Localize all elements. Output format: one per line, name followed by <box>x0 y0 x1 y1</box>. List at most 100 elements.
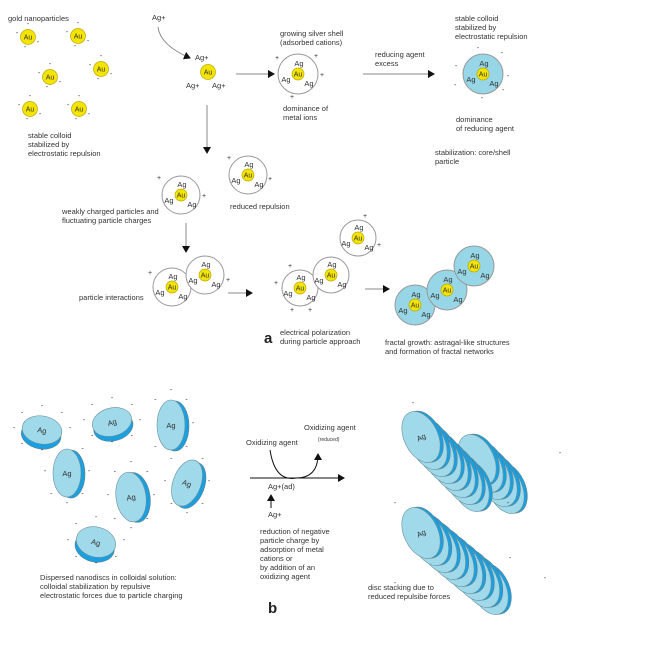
label-weakly-charged: weakly charged particles and <box>61 207 159 216</box>
negative-charge: - <box>111 395 114 402</box>
negative-charge: - <box>170 455 173 462</box>
ag-label: Ag <box>296 273 305 282</box>
silver-nanodisc: Ag <box>74 526 117 563</box>
label-fractal: fractal growth: astragal-like structures <box>385 338 510 347</box>
ag-label: Ag <box>231 176 240 185</box>
negative-charge: - <box>544 575 547 582</box>
ag-label: Ag <box>281 75 290 84</box>
negative-charge: - <box>110 71 113 78</box>
negative-charge: - <box>77 20 80 27</box>
negative-charge: - <box>83 417 86 424</box>
ag-label: Ag <box>164 196 173 205</box>
au-label: Au <box>294 72 303 79</box>
gold-core <box>200 64 216 80</box>
negative-charge: - <box>88 468 91 475</box>
label-dominance-metal: metal ions <box>283 113 317 122</box>
gold-core <box>440 283 454 297</box>
ag-label: Ag <box>254 180 263 189</box>
gold-nanoparticle: Au---- <box>67 93 91 123</box>
disc-face <box>115 471 147 523</box>
label-dominance-reducing: dominance <box>456 115 493 124</box>
ag-label: Ag <box>181 478 193 490</box>
ag-label: Ag <box>411 290 420 299</box>
negative-charge: - <box>559 450 562 457</box>
label-fractal: and formation of fractal networks <box>385 347 494 356</box>
negative-charge: - <box>29 93 32 100</box>
negative-charge: - <box>89 62 92 69</box>
gold-core <box>22 101 38 117</box>
negative-charge: - <box>46 84 49 91</box>
negative-charge: - <box>75 521 78 528</box>
negative-charge: - <box>81 491 84 498</box>
ag-label: Ag <box>364 243 373 252</box>
label-ag-ion: Ag+ <box>152 13 166 22</box>
ag-label: Ag <box>283 289 292 298</box>
negative-charge: - <box>131 401 134 408</box>
ag-label: Ag <box>90 537 101 548</box>
arrow-oxidizing-curve <box>269 449 322 479</box>
gold-core <box>93 61 109 77</box>
label-stable-colloid: stabilized by <box>28 140 70 149</box>
positive-charge: + <box>288 263 292 270</box>
ag-label: Ag <box>398 306 407 315</box>
negative-charge: - <box>61 409 64 416</box>
ag-label: Ag <box>489 79 498 88</box>
labels: gold nanoparticles stable colloid stabil… <box>8 13 528 617</box>
gold-nanoparticle: Au <box>200 64 216 80</box>
ag-label: Ag <box>354 223 363 232</box>
negative-charge: - <box>153 492 156 499</box>
silver-nanodisc: Ag <box>92 407 134 442</box>
negative-charge: - <box>16 30 19 37</box>
label-reducing-excess: reducing agent <box>375 50 426 59</box>
negative-charge: - <box>394 500 397 507</box>
positive-charge: + <box>157 175 161 182</box>
negative-charge: - <box>131 433 134 440</box>
label-polarization: during particle approach <box>280 337 360 346</box>
negative-charge: - <box>74 43 77 50</box>
negative-charge: - <box>115 553 118 560</box>
au-label: Au <box>24 35 33 42</box>
negative-charge: - <box>18 102 21 109</box>
ag-label: Ag <box>415 527 427 539</box>
panel-label-b: b <box>268 600 277 617</box>
negative-charge: - <box>37 39 40 46</box>
label-ag-adsorbed: Ag+(ad) <box>268 482 295 491</box>
disc-face <box>156 399 186 451</box>
negative-charge: - <box>26 116 29 123</box>
negative-charge: - <box>507 73 510 80</box>
silver-nanodisc: Ag <box>401 506 444 559</box>
au-label: Au <box>204 70 213 77</box>
ag-label: Ag <box>177 180 186 189</box>
label-stable-colloid-2: electrostatic repulsion <box>455 32 528 41</box>
gold-nanoparticle: Au---- <box>18 93 42 123</box>
negative-charge: - <box>454 82 457 89</box>
gold-core <box>174 188 188 202</box>
negative-charge: - <box>41 403 44 410</box>
negative-charge: - <box>67 102 70 109</box>
ag-label: Ag <box>187 200 196 209</box>
negative-charge: - <box>38 70 41 77</box>
negative-charge: - <box>81 445 84 452</box>
negative-charge: - <box>59 79 62 86</box>
ag-label: Ag <box>244 160 253 169</box>
negative-charge: - <box>88 111 91 118</box>
negative-charge: - <box>201 455 204 462</box>
negative-charge: - <box>186 510 189 517</box>
ag-label: Ag <box>166 421 175 430</box>
label-reduction: adsorption of metal <box>260 545 324 554</box>
gold-nanoparticle: Au---- <box>38 61 62 91</box>
negative-charge: - <box>502 87 505 94</box>
negative-charge: - <box>49 61 52 68</box>
gold-core <box>467 259 481 273</box>
ag-label: Ag <box>415 431 427 443</box>
negative-charge: - <box>170 501 173 508</box>
label-ag-ion: Ag+ <box>186 81 200 90</box>
ag-label: Ag <box>306 293 315 302</box>
negative-charge: - <box>501 50 504 57</box>
